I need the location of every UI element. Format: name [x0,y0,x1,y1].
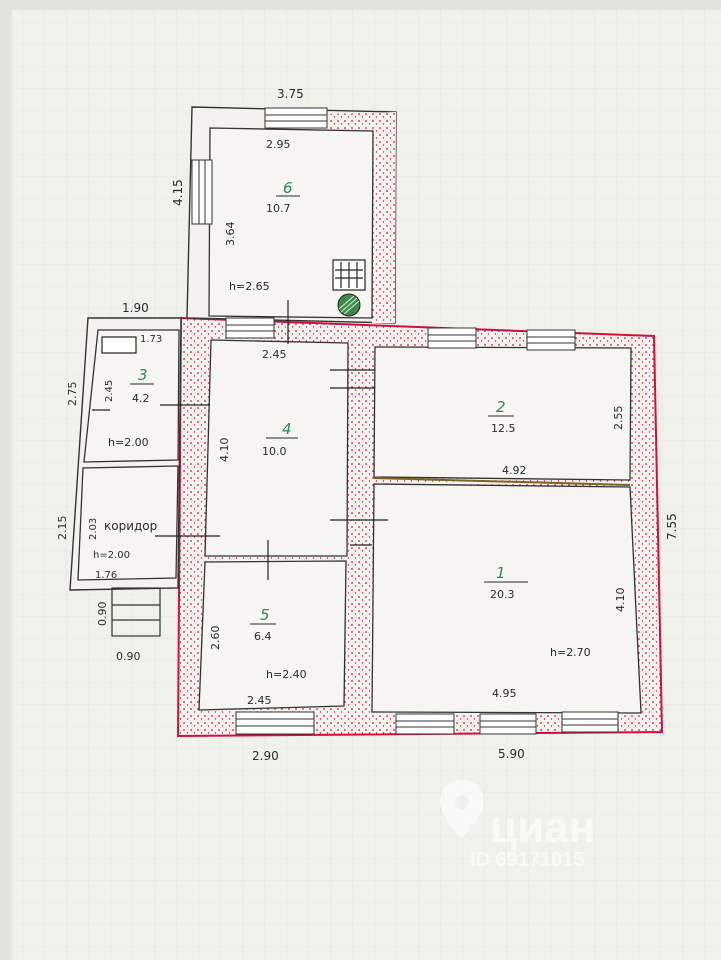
stove-icon [332,259,366,317]
room-3-area: 4.2 [132,392,150,405]
window-top-1 [225,317,275,339]
room-labels: 6 10.7 3 4.2 4 10.0 2 12.5 1 20.3 5 6.4 [130,179,528,643]
room-5-area: 6.4 [254,630,272,643]
location-pin-icon [440,780,484,838]
room-heights: h=2.65 h=2.00 h=2.00 h=2.40 h=2.70 [93,280,591,681]
room-5-interior [198,560,347,711]
room-1-area: 20.3 [490,588,515,601]
dim-bottom-right: 5.90 [498,747,525,761]
room-6-number: 6 [283,179,293,197]
dim-veranda-top: 1.90 [122,301,149,315]
watermark-brand: циан [490,803,595,852]
window-top-2 [427,327,477,349]
room-2-length: 2.55 [612,406,625,431]
room-5-length: 2.60 [209,626,222,651]
dim-veranda-side-lower: 2.15 [56,516,69,541]
room-6-height: h=2.65 [229,280,270,293]
dim-porch-bottom: 0.90 [116,650,141,663]
room-6-area: 10.7 [266,202,291,215]
room-3-length: 2.45 [104,380,115,402]
window-bottom-3 [479,713,537,735]
corridor-length: 2.03 [88,518,99,540]
window-bottom-4 [561,711,619,733]
window-annex-side [191,159,213,225]
exterior-dimensions: 3.75 4.15 1.90 2.75 2.15 7.55 2.90 5.90 … [56,87,679,763]
corridor-width: 1.76 [95,570,117,581]
room-2-number: 2 [496,398,506,416]
room-4-width: 2.45 [262,348,287,361]
room-3-number: 3 [138,366,148,384]
room-4-length: 4.10 [218,438,231,463]
corridor-height: h=2.00 [93,550,130,561]
room-4-interior [204,339,349,557]
room-1-interior [371,483,642,714]
room-5-height: h=2.40 [266,668,307,681]
room-1-width-top: 4.92 [502,464,527,477]
room-3-interior [83,329,180,463]
room-5-width: 2.45 [247,694,272,707]
room-3-height: h=2.00 [108,436,149,449]
room-4-area: 10.0 [262,445,287,458]
dim-right-total: 7.55 [665,513,679,540]
window-top-3 [526,329,576,351]
dim-bottom-left: 2.90 [252,749,279,763]
room-6-interior [208,127,374,319]
room-5-number: 5 [260,606,270,624]
cian-watermark: циан ID 69171015 [440,780,595,871]
room-1-height: h=2.70 [550,646,591,659]
dim-veranda-side-upper: 2.75 [66,382,79,407]
windows [191,107,619,735]
door-openings [92,300,388,580]
room-6-width: 2.95 [266,138,291,151]
watermark-id: ID 69171015 [470,849,585,871]
corridor-label: коридор [104,519,157,533]
dim-annex-side: 4.15 [171,179,185,206]
dim-porch-side: 0.90 [96,602,109,627]
window-bottom-2 [395,713,455,735]
porch-steps [111,587,161,637]
room-6-length: 3.64 [224,222,237,247]
room-1-length: 4.10 [614,588,627,613]
room-1-width-bottom: 4.95 [492,687,517,700]
partition-1-2 [373,477,631,486]
room-1-number: 1 [496,564,506,582]
room-2-area: 12.5 [491,422,516,435]
dim-top-annex: 3.75 [277,87,304,101]
interior-dimensions: 2.95 3.64 1.73 2.45 2.45 4.10 2.03 1.76 … [88,138,627,707]
window-annex-top [264,107,328,129]
room-4-number: 4 [282,420,292,438]
window-bottom-1 [235,711,315,735]
room-3-width: 1.73 [140,334,162,345]
room-interiors [77,127,642,714]
corridor-interior [77,465,179,581]
